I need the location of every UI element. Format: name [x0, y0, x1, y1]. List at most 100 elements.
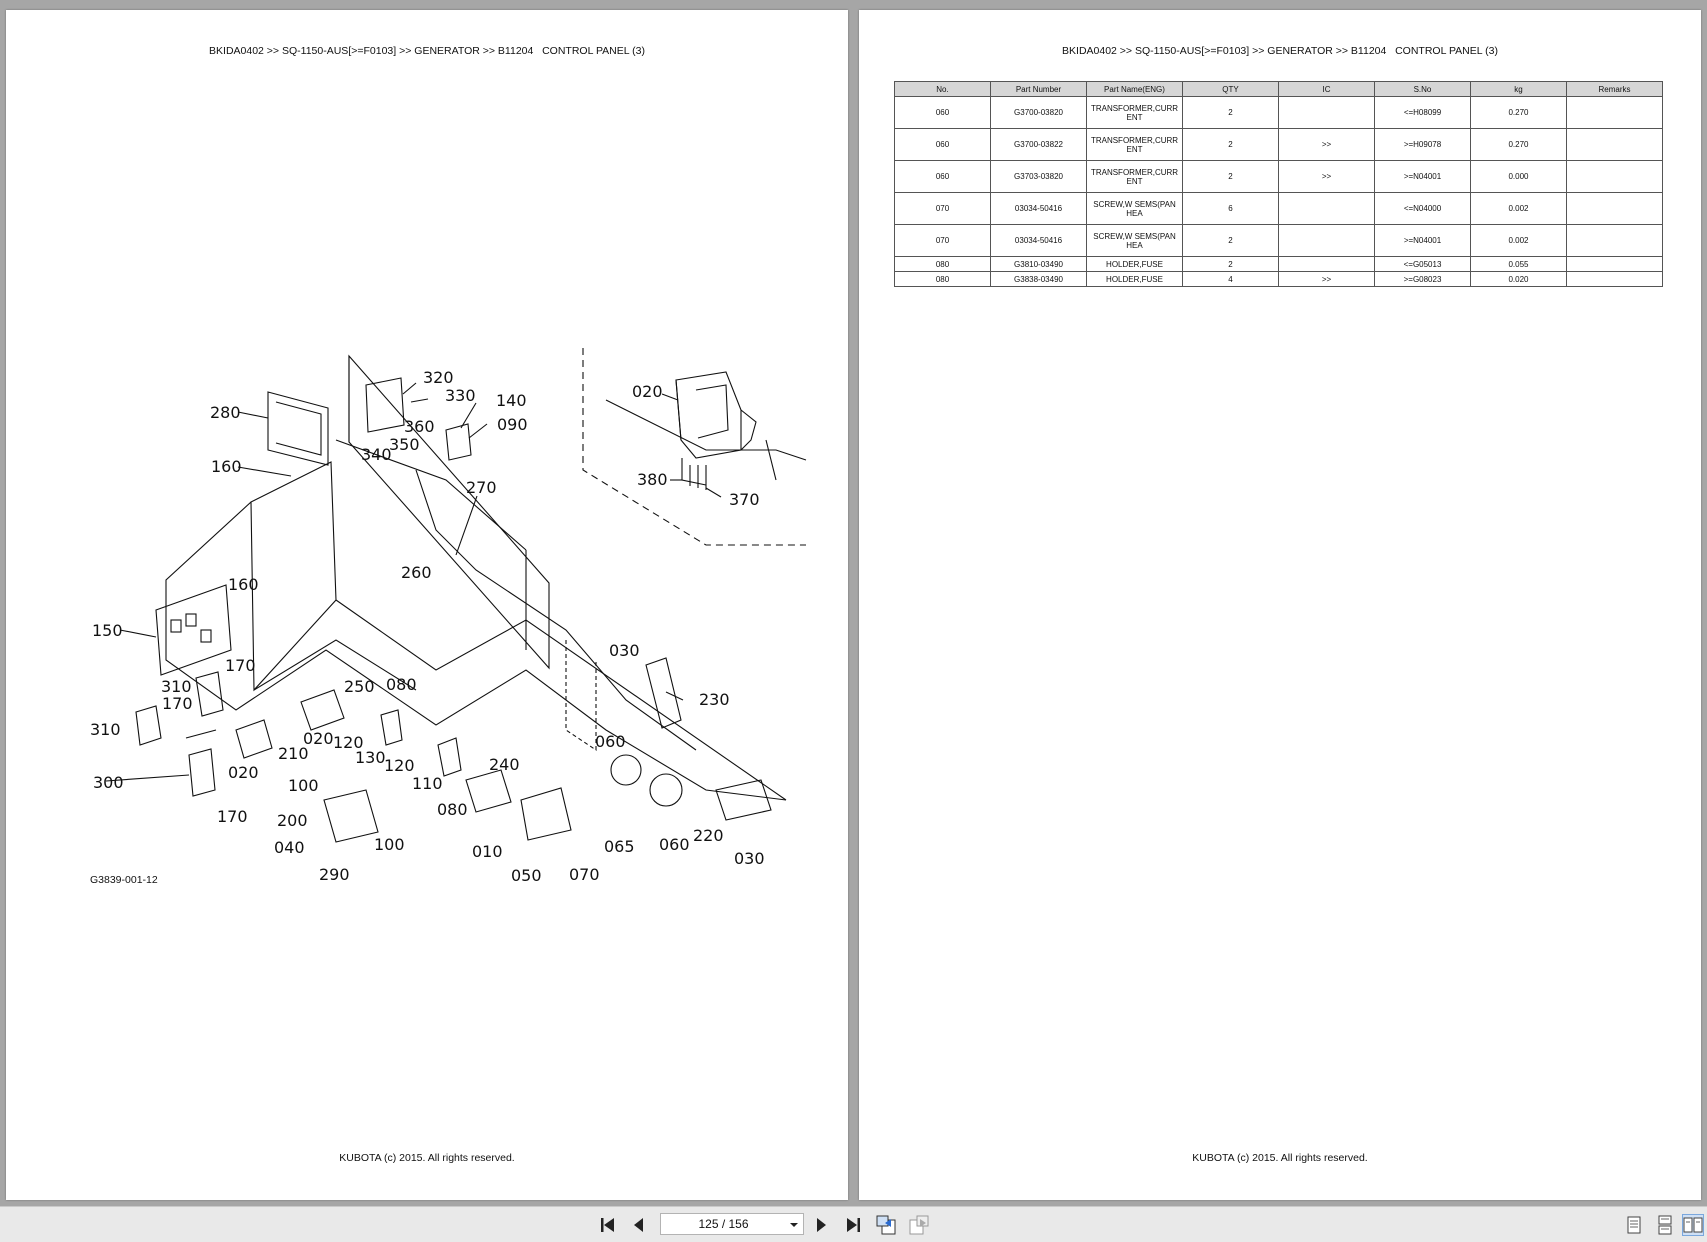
- callout-label: 370: [729, 490, 760, 509]
- callout-label: 120: [384, 756, 415, 775]
- page-number-field[interactable]: [660, 1213, 804, 1235]
- callout-label: 340: [361, 445, 392, 464]
- callout-label: 060: [595, 732, 626, 751]
- callout-label: 170: [225, 656, 256, 675]
- table-cell: TRANSFORMER,CURR ENT: [1086, 160, 1183, 193]
- table-cell: [1278, 192, 1375, 225]
- single-page-view-button[interactable]: [1623, 1214, 1645, 1236]
- callout-label: 350: [389, 435, 420, 454]
- table-cell: >=G08023: [1374, 271, 1471, 287]
- table-cell: [1566, 224, 1663, 257]
- navigation-toolbar: [0, 1206, 1707, 1242]
- first-page-icon: [601, 1218, 614, 1232]
- table-cell: 6: [1182, 192, 1279, 225]
- callout-label: 320: [423, 368, 454, 387]
- table-row: 070 03034-50416 SCREW,W SEMS(PAN HEA 2 >…: [894, 224, 1663, 257]
- table-cell: <=N04000: [1374, 192, 1471, 225]
- single-page-icon: [1627, 1216, 1641, 1234]
- table-cell: 03034-50416: [990, 192, 1087, 225]
- callout-label: 120: [333, 733, 364, 752]
- continuous-view-button[interactable]: [1654, 1214, 1676, 1236]
- callout-label: 260: [401, 563, 432, 582]
- callout-label: 110: [412, 774, 443, 793]
- table-cell: 080: [894, 256, 991, 272]
- table-cell: 0.270: [1470, 96, 1567, 129]
- callout-label: 310: [161, 677, 192, 696]
- table-row: 080 G3838-03490 HOLDER,FUSE 4 >> >=G0802…: [894, 271, 1663, 287]
- callout-label: 310: [90, 720, 121, 739]
- column-header: No.: [894, 81, 991, 97]
- last-page-icon: [847, 1218, 860, 1232]
- facing-view-button[interactable]: [1682, 1214, 1704, 1236]
- table-cell: 2: [1182, 128, 1279, 161]
- previous-view-button[interactable]: [875, 1214, 897, 1236]
- diagram-callouts: 320 330 140 090 280 360 350 340 160 270 …: [90, 368, 765, 885]
- column-header: QTY: [1182, 81, 1279, 97]
- table-cell: 0.000: [1470, 160, 1567, 193]
- table-cell: [1566, 192, 1663, 225]
- next-view-button[interactable]: [908, 1214, 930, 1236]
- table-cell: [1566, 128, 1663, 161]
- table-cell: SCREW,W SEMS(PAN HEA: [1086, 192, 1183, 225]
- next-page-button[interactable]: [810, 1214, 832, 1236]
- table-cell: >=H09078: [1374, 128, 1471, 161]
- chevron-down-icon[interactable]: [788, 1217, 800, 1231]
- callout-label: 020: [632, 382, 663, 401]
- callout-label: 030: [734, 849, 765, 868]
- table-cell: 2: [1182, 96, 1279, 129]
- callout-label: 010: [472, 842, 503, 861]
- callout-label: 150: [92, 621, 123, 640]
- callout-label: 170: [162, 694, 193, 713]
- table-cell: 080: [894, 271, 991, 287]
- first-page-button[interactable]: [597, 1214, 619, 1236]
- table-cell: >>: [1278, 160, 1375, 193]
- table-cell: G3703-03820: [990, 160, 1087, 193]
- table-cell: G3700-03822: [990, 128, 1087, 161]
- callout-label: 100: [374, 835, 405, 854]
- table-cell: 0.002: [1470, 192, 1567, 225]
- table-cell: G3838-03490: [990, 271, 1087, 287]
- previous-page-button[interactable]: [628, 1214, 650, 1236]
- breadcrumb: BKIDA0402 >> SQ-1150-AUS[>=F0103] >> GEN…: [209, 45, 645, 57]
- table-row: 080 G3810-03490 HOLDER,FUSE 2 <=G05013 0…: [894, 256, 1663, 272]
- callout-label: 080: [386, 675, 417, 694]
- table-cell: 060: [894, 160, 991, 193]
- callout-label: 240: [489, 755, 520, 774]
- table-cell: [1566, 271, 1663, 287]
- table-row: 060 G3700-03820 TRANSFORMER,CURR ENT 2 <…: [894, 96, 1663, 129]
- callout-label: 230: [699, 690, 730, 709]
- callout-label: 100: [288, 776, 319, 795]
- table-cell: G3700-03820: [990, 96, 1087, 129]
- table-cell: >=N04001: [1374, 224, 1471, 257]
- callout-label: 040: [274, 838, 305, 857]
- callout-label: 065: [604, 837, 635, 856]
- table-cell: 070: [894, 224, 991, 257]
- column-header: IC: [1278, 81, 1375, 97]
- page-number-input[interactable]: [661, 1214, 786, 1234]
- table-cell: [1278, 256, 1375, 272]
- callout-label: 020: [303, 729, 334, 748]
- right-page: BKIDA0402 >> SQ-1150-AUS[>=F0103] >> GEN…: [859, 10, 1701, 1200]
- table-cell: TRANSFORMER,CURR ENT: [1086, 96, 1183, 129]
- callout-label: 170: [217, 807, 248, 826]
- left-page: BKIDA0402 >> SQ-1150-AUS[>=F0103] >> GEN…: [6, 10, 848, 1200]
- callout-label: 160: [211, 457, 242, 476]
- callout-label: 130: [355, 748, 386, 767]
- figure-id: G3839-001-12: [90, 874, 158, 886]
- table-cell: [1566, 256, 1663, 272]
- table-cell: 0.020: [1470, 271, 1567, 287]
- callout-label: 050: [511, 866, 542, 885]
- table-cell: 2: [1182, 160, 1279, 193]
- table-cell: <=G05013: [1374, 256, 1471, 272]
- last-page-button[interactable]: [842, 1214, 864, 1236]
- callout-label: 290: [319, 865, 350, 884]
- table-cell: SCREW,W SEMS(PAN HEA: [1086, 224, 1183, 257]
- table-row: 060 G3703-03820 TRANSFORMER,CURR ENT 2 >…: [894, 160, 1663, 193]
- next-page-icon: [817, 1218, 826, 1232]
- table-cell: >>: [1278, 271, 1375, 287]
- callout-label: 020: [228, 763, 259, 782]
- table-cell: >>: [1278, 128, 1375, 161]
- facing-pages-icon: [1683, 1217, 1703, 1233]
- column-header: kg: [1470, 81, 1567, 97]
- table-header-row: No. Part Number Part Name(ENG) QTY IC S.…: [894, 81, 1663, 97]
